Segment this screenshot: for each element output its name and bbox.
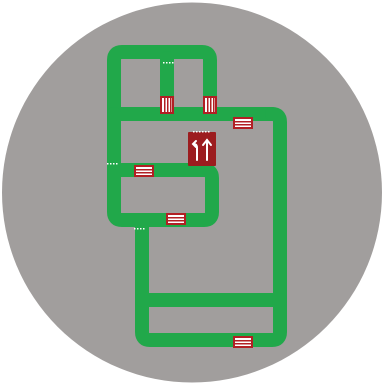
dot <box>143 228 145 230</box>
dot <box>163 62 165 64</box>
dot <box>193 131 195 133</box>
dot <box>205 131 207 133</box>
dot-rows <box>107 62 210 230</box>
crossing-markers <box>134 96 253 348</box>
crossing-marker <box>233 117 253 129</box>
dot <box>116 163 118 165</box>
track-network <box>107 45 287 347</box>
dot <box>208 131 210 133</box>
track-right-loop <box>135 107 287 347</box>
crossing-marker <box>203 96 217 114</box>
dot <box>199 131 201 133</box>
dot <box>196 131 198 133</box>
track-middle-loop <box>107 107 219 227</box>
dot <box>166 62 168 64</box>
crossing-marker <box>160 96 174 114</box>
dot <box>113 163 115 165</box>
crossing-marker <box>233 336 253 348</box>
crossing-marker <box>166 213 186 225</box>
dot <box>137 228 139 230</box>
crossing-marker <box>134 165 154 177</box>
dot <box>110 163 112 165</box>
ground-circle <box>2 2 382 383</box>
turn-and-straight-arrows-icon <box>191 138 212 161</box>
dot <box>172 62 174 64</box>
track-top-loop <box>107 45 217 127</box>
dot <box>202 131 204 133</box>
dot <box>140 228 142 230</box>
dot <box>107 163 109 165</box>
dot <box>134 228 136 230</box>
dot <box>169 62 171 64</box>
stop-zone <box>188 132 216 166</box>
